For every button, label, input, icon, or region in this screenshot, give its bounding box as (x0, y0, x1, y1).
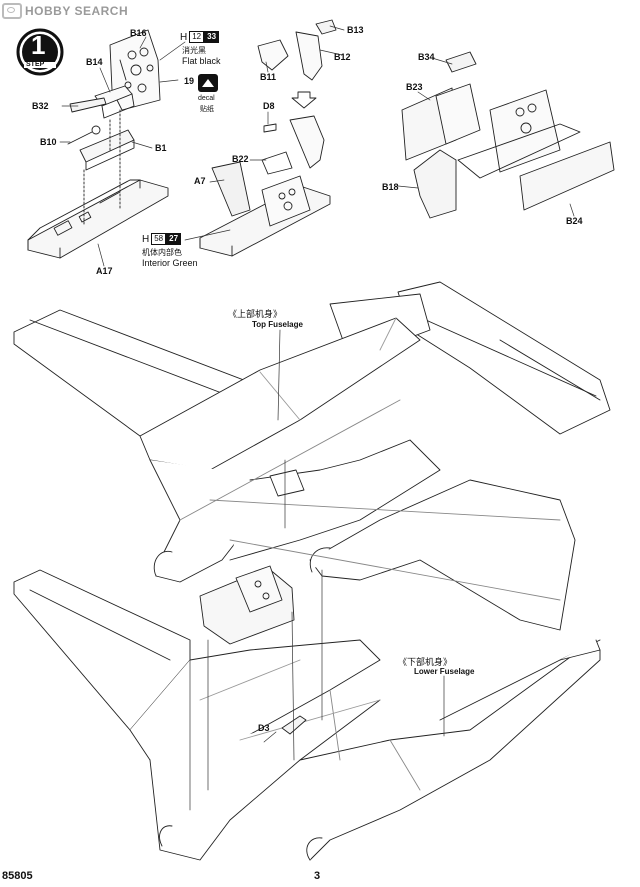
hobby-search-logo-icon (2, 3, 22, 19)
part-label-b1: B1 (155, 143, 167, 153)
paint-code: 27 (166, 233, 182, 245)
part-label-b12: B12 (334, 52, 351, 62)
part-label-b10: B10 (40, 137, 57, 147)
right-cockpit-assembly (402, 52, 614, 218)
paint-callout-flat-black: H 12 33 (180, 31, 220, 43)
step-badge: 1 STEP (16, 28, 64, 76)
part-label-d3: D3 (258, 723, 270, 733)
part-label-19: 19 (184, 76, 195, 86)
part-label-b24: B24 (566, 216, 583, 226)
top-fuselage-label-cn: 《上部机身》 (228, 309, 283, 319)
part-label-b34: B34 (418, 52, 435, 62)
step-badge-icon (16, 28, 64, 76)
parts-b11-b12-b13 (258, 20, 336, 168)
part-label-b13: B13 (347, 25, 364, 35)
part-label-b18: B18 (382, 182, 399, 192)
part-b32 (70, 98, 106, 112)
paint-name-cn-flat-black: 消光黑 (182, 46, 206, 55)
step-number: 1 (31, 30, 46, 60)
paint-number: 12 (189, 31, 205, 43)
part-label-a7: A7 (194, 176, 206, 186)
part-label-a17: A17 (96, 266, 113, 276)
step1-guide-lines (84, 110, 120, 226)
control-stick-b10 (68, 126, 100, 144)
paint-name-cn-interior-green: 机体内部色 (142, 248, 182, 257)
part-label-b22: B22 (232, 154, 249, 164)
kit-number: 85805 (2, 870, 33, 882)
step-label: STEP (26, 61, 45, 68)
lower-fuselage-label-en: Lower Fuselage (414, 667, 475, 676)
top-fuselage-label-en: Top Fuselage (252, 320, 303, 329)
decal-label-en: decal (198, 95, 215, 102)
paint-callout-interior-green: H 58 27 (142, 233, 182, 245)
part-d3 (282, 716, 306, 734)
console-b1 (80, 130, 134, 170)
paint-number: 58 (151, 233, 167, 245)
paint-name-en-interior-green: Interior Green (142, 258, 198, 268)
part-label-b32: B32 (32, 101, 49, 111)
part-leader-lines (60, 26, 574, 266)
paint-brand-h: H (180, 31, 188, 43)
watermark: HOBBY SEARCH (2, 2, 128, 20)
lower-fuselage-label-cn: 《下部机身》 (398, 657, 453, 667)
paint-code: 33 (204, 31, 220, 43)
part-label-d8: D8 (263, 101, 275, 111)
part-label-b16: B16 (130, 28, 147, 38)
cockpit-floor-mid (200, 152, 330, 256)
paint-brand-h: H (142, 233, 150, 245)
decal-icon (198, 74, 218, 92)
page-number: 3 (314, 870, 321, 882)
cockpit-tub-insert (200, 566, 294, 644)
decal-label-cn: 贴纸 (200, 106, 214, 113)
part-label-b14: B14 (86, 57, 103, 67)
top-fuselage-drawing (14, 282, 610, 630)
watermark-text: HOBBY SEARCH (25, 4, 129, 18)
part-label-b23: B23 (406, 82, 423, 92)
paint-name-en-flat-black: Flat black (182, 56, 221, 66)
assembly-guide-lines (190, 330, 444, 810)
lower-fuselage-drawing (14, 570, 600, 860)
part-label-b11: B11 (260, 72, 277, 82)
